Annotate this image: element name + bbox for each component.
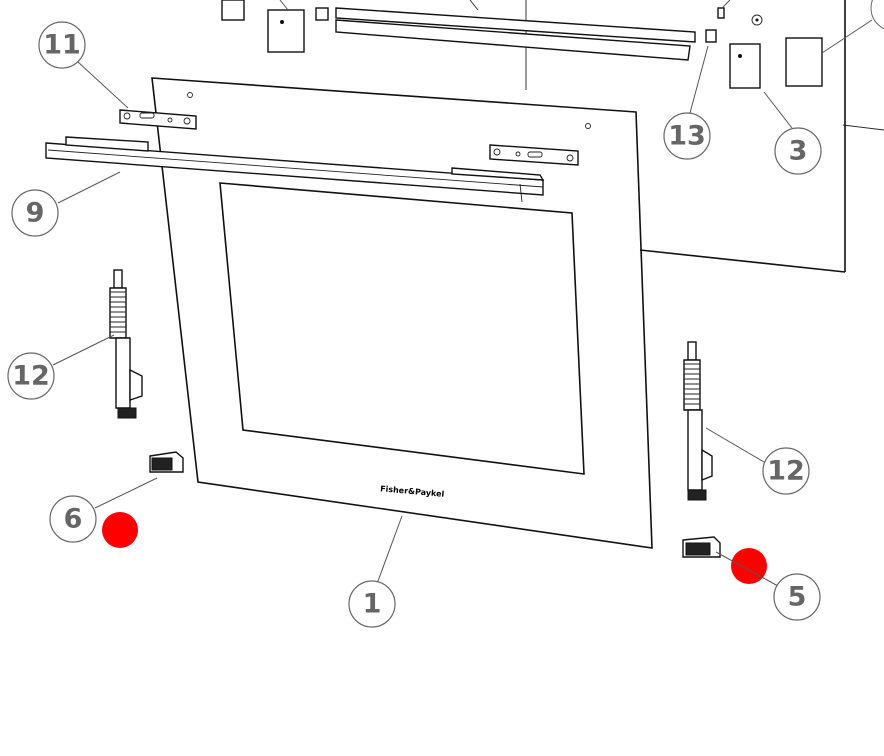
svg-text:9: 9 (26, 198, 45, 229)
top-rail (335, 0, 696, 61)
hinge-receiver-left (149, 451, 184, 473)
svg-text:12: 12 (767, 456, 805, 487)
svg-text:11: 11 (43, 30, 81, 61)
callout-12-left: 12 (7, 352, 55, 400)
callout-1: 1 (348, 580, 396, 628)
door-handle (45, 136, 545, 203)
door-bracket-left (119, 109, 197, 130)
svg-text:12: 12 (12, 361, 50, 392)
callout-13: 13 (663, 112, 711, 160)
callout-3: 3 (774, 127, 822, 175)
red-marker (731, 548, 767, 584)
callout-5: 5 (773, 573, 821, 621)
red-marker (102, 512, 138, 548)
leader-lines (52, 0, 873, 587)
callout-6: 6 (49, 495, 97, 543)
callout-12-right: 12 (762, 447, 810, 495)
svg-text:3: 3 (789, 136, 808, 167)
hinge-receiver-right (682, 536, 721, 558)
top-brackets (221, 0, 823, 89)
door-glass: Fisher&Paykel (151, 77, 653, 549)
svg-text:6: 6 (64, 504, 83, 535)
hinge-right (683, 341, 713, 501)
svg-text:1: 1 (363, 589, 382, 620)
callout-11: 11 (38, 21, 86, 69)
svg-text:13: 13 (668, 121, 706, 152)
door-bracket-right (489, 144, 579, 166)
callout-9: 9 (11, 189, 59, 237)
svg-text:5: 5 (788, 582, 807, 613)
brand-logo: Fisher&Paykel (380, 484, 445, 499)
hinge-left (109, 269, 143, 419)
callout-partial (870, 0, 884, 30)
